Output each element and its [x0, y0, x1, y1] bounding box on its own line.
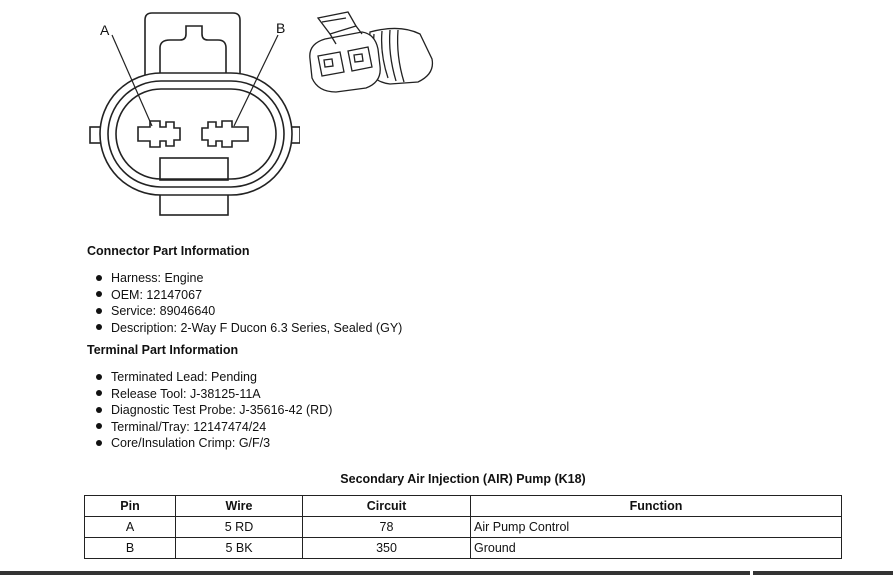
table-header-row: Pin Wire Circuit Function	[84, 495, 842, 517]
column-header-pin: Pin	[84, 495, 176, 517]
terminal-part-info-title: Terminal Part Information	[87, 343, 239, 357]
list-item: Description: 2-Way F Ducon 6.3 Series, S…	[96, 320, 402, 337]
bullet-icon	[96, 274, 102, 281]
terminal-part-info-list: Terminated Lead: Pending Release Tool: J…	[96, 369, 332, 452]
list-item: Release Tool: J-38125-11A	[96, 386, 332, 403]
pin-a-label: A	[100, 22, 110, 38]
bullet-icon	[96, 406, 102, 413]
column-header-wire: Wire	[175, 495, 303, 517]
column-header-function: Function	[470, 495, 842, 517]
bullet-icon	[96, 423, 102, 430]
pin-b-label: B	[276, 20, 285, 36]
circuit-cell: 350	[302, 537, 471, 559]
bullet-icon	[96, 390, 102, 397]
circuit-cell: 78	[302, 516, 471, 538]
list-item: OEM: 12147067	[96, 287, 402, 304]
list-item: Diagnostic Test Probe: J-35616-42 (RD)	[96, 402, 332, 419]
connector-illustration	[309, 11, 434, 93]
function-cell: Air Pump Control	[470, 516, 842, 538]
list-item: Terminated Lead: Pending	[96, 369, 332, 386]
pin-cell: A	[84, 516, 176, 538]
function-cell: Ground	[470, 537, 842, 559]
pin-table: Pin Wire Circuit Function A 5 RD 78 Air …	[84, 495, 842, 559]
bullet-icon	[96, 440, 102, 447]
wire-cell: 5 RD	[175, 516, 303, 538]
bullet-icon	[96, 324, 102, 331]
table-row: A 5 RD 78 Air Pump Control	[84, 516, 842, 538]
column-header-circuit: Circuit	[302, 495, 471, 517]
pin-cell: B	[84, 537, 176, 559]
list-item: Harness: Engine	[96, 270, 402, 287]
wire-cell: 5 BK	[175, 537, 303, 559]
pin-table-caption: Secondary Air Injection (AIR) Pump (K18)	[340, 472, 586, 486]
table-row: B 5 BK 350 Ground	[84, 537, 842, 559]
connector-part-info-list: Harness: Engine OEM: 12147067 Service: 8…	[96, 270, 402, 336]
bullet-icon	[96, 373, 102, 380]
connector-part-info-title: Connector Part Information	[87, 244, 250, 258]
bullet-icon	[96, 291, 102, 298]
bullet-icon	[96, 307, 102, 314]
connector-face-diagram: A B	[89, 12, 300, 216]
bottom-divider	[0, 571, 893, 575]
list-item: Core/Insulation Crimp: G/F/3	[96, 435, 332, 452]
list-item: Service: 89046640	[96, 303, 402, 320]
list-item: Terminal/Tray: 12147474/24	[96, 419, 332, 436]
